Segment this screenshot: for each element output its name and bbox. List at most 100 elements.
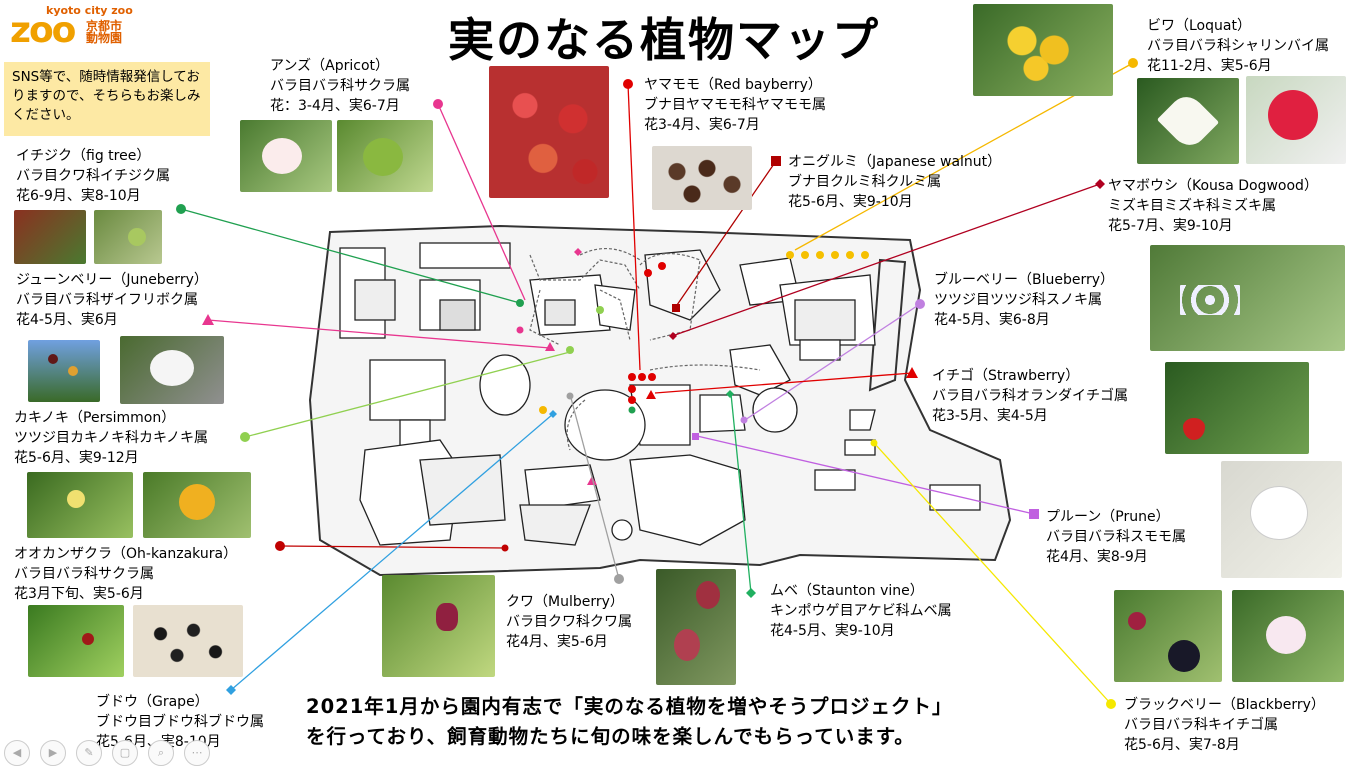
plant-label-walnut: オニグルミ（Japanese walnut） ブナ目クルミ科クルミ属 花5-6月…	[788, 152, 1001, 212]
persimmon-fruit-photo	[143, 472, 251, 538]
plant-taxon: ミズキ目ミズキ科ミズキ属	[1108, 198, 1276, 214]
plant-name: ジューンベリー（Juneberry）	[16, 272, 208, 288]
ohkanzakura-fruit-photo	[133, 605, 243, 677]
page-title: 実のなる植物マップ	[448, 13, 880, 67]
staunton-vine-photo	[656, 569, 736, 685]
plant-season: 花3月下旬、実5-6月	[14, 586, 144, 602]
plant-taxon: バラ目バラ科オランダイチゴ属	[932, 388, 1128, 404]
plant-season: 花3-4月、実6-7月	[644, 117, 760, 133]
plant-name: カキノキ（Persimmon）	[14, 410, 176, 426]
plant-taxon: ツツジ目ツツジ科スノキ属	[934, 292, 1102, 308]
plant-label-staunton-vine: ムベ（Staunton vine） キンポウゲ目アケビ科ムベ属 花4-5月、実9…	[770, 581, 952, 641]
blackberry-flower-photo	[1232, 590, 1344, 682]
plant-name: ブルーベリー（Blueberry）	[934, 272, 1115, 288]
ohkanzakura-leaf-photo	[28, 605, 124, 677]
bayberry-photo	[489, 66, 609, 198]
more-options-button[interactable]: ⋯	[184, 740, 210, 766]
strawberry-photo	[1165, 362, 1309, 454]
plant-season: 花4-5月、実6月	[16, 312, 118, 328]
plant-taxon: ブナ目クルミ科クルミ属	[788, 174, 942, 190]
mulberry-photo	[382, 575, 495, 677]
pen-tool-button[interactable]: ✎	[76, 740, 102, 766]
juneberry-photo-2	[120, 336, 224, 404]
plant-label-fig: イチジク（fig tree） バラ目クワ科イチジク属 花6-9月、実8-10月	[16, 146, 170, 206]
plant-label-mulberry: クワ（Mulberry） バラ目クワ科クワ属 花4月、実5-6月	[506, 592, 632, 652]
plant-season: 花6-9月、実8-10月	[16, 188, 141, 204]
plant-name: イチゴ（Strawberry）	[932, 368, 1080, 384]
dogwood-fruit-photo	[1246, 76, 1346, 164]
walnut-photo	[652, 146, 752, 210]
plant-taxon: ブナ目ヤマモモ科ヤマモモ属	[644, 97, 826, 113]
plant-taxon: ブドウ目ブドウ科ブドウ属	[96, 714, 264, 730]
plant-taxon: ツツジ目カキノキ科カキノキ属	[14, 430, 209, 446]
plant-season: 花4月、実5-6月	[506, 634, 608, 650]
plant-label-apricot: アンズ（Apricot） バラ目バラ科サクラ属 花：3-4月、実6-7月	[270, 56, 410, 116]
plant-name: プルーン（Prune）	[1046, 509, 1170, 525]
plant-label-loquat: ビワ（Loquat） バラ目バラ科シャリンバイ属 花11-2月、実5-6月	[1147, 16, 1329, 76]
plant-label-bayberry: ヤマモモ（Red bayberry） ブナ目ヤマモモ科ヤマモモ属 花3-4月、実…	[644, 75, 826, 135]
plant-season: 花4-5月、実9-10月	[770, 623, 895, 639]
plant-name: ブドウ（Grape）	[96, 694, 209, 710]
plant-season: 花4-5月、実6-8月	[934, 312, 1050, 328]
previous-slide-button[interactable]: ◀	[4, 740, 30, 766]
sns-notice: SNS等で、随時情報発信しておりますので、そちらもお楽しみください。	[4, 62, 210, 136]
loquat-photo	[973, 4, 1113, 96]
plant-name: クワ（Mulberry）	[506, 594, 624, 610]
plant-name: オオカンザクラ（Oh-kanzakura）	[14, 546, 238, 562]
slides-overview-button[interactable]: ▢	[112, 740, 138, 766]
blueberry-photo	[1150, 245, 1345, 351]
logo-english: kyoto city zoo	[46, 4, 133, 17]
plant-season: 花3-5月、実4-5月	[932, 408, 1048, 424]
juneberry-photo-1	[28, 340, 100, 402]
plant-name: オニグルミ（Japanese walnut）	[788, 154, 1002, 170]
prune-photo	[1221, 461, 1342, 578]
plant-season: 花4月、実8-9月	[1046, 549, 1148, 565]
plant-label-persimmon: カキノキ（Persimmon） ツツジ目カキノキ科カキノキ属 花5-6月、実9-…	[14, 408, 208, 468]
plant-name: アンズ（Apricot）	[270, 58, 390, 74]
plant-season: 花：3-4月、実6-7月	[270, 98, 400, 114]
plant-season: 花5-7月、実9-10月	[1108, 218, 1233, 234]
plant-name: ビワ（Loquat）	[1147, 18, 1251, 34]
plant-taxon: バラ目バラ科ザイフリボク属	[16, 292, 198, 308]
plant-label-juneberry: ジューンベリー（Juneberry） バラ目バラ科ザイフリボク属 花4-5月、実…	[16, 270, 208, 330]
apricot-fruit-photo	[337, 120, 433, 192]
plant-label-blueberry: ブルーベリー（Blueberry） ツツジ目ツツジ科スノキ属 花4-5月、実6-…	[934, 270, 1114, 330]
plant-taxon: バラ目バラ科サクラ属	[270, 78, 410, 94]
plant-taxon: バラ目クワ科イチジク属	[16, 168, 170, 184]
plant-taxon: バラ目バラ科キイチゴ属	[1124, 717, 1278, 733]
plant-name: ブラックベリー（Blackberry）	[1124, 697, 1325, 713]
plant-name: ムベ（Staunton vine）	[770, 583, 924, 599]
plant-season: 花5-6月、実9-10月	[788, 194, 913, 210]
project-description: 2021年1月から園内有志で「実のなる植物を増やそうプロジェクト」 を行っており…	[306, 692, 952, 752]
project-description-line1: 2021年1月から園内有志で「実のなる植物を増やそうプロジェクト」	[306, 695, 953, 718]
fig-photo-1	[14, 210, 86, 264]
plant-season: 花5-6月、実7-8月	[1124, 737, 1240, 753]
plant-name: ヤマモモ（Red bayberry）	[644, 77, 822, 93]
plant-label-ohkanzakura: オオカンザクラ（Oh-kanzakura） バラ目バラ科サクラ属 花3月下旬、実…	[14, 544, 237, 604]
plant-season: 花5-6月、実9-12月	[14, 450, 139, 466]
zoom-button[interactable]: ⌕	[148, 740, 174, 766]
plant-taxon: キンポウゲ目アケビ科ムベ属	[770, 603, 952, 619]
plant-taxon: バラ目バラ科シャリンバイ属	[1147, 38, 1329, 54]
next-slide-button[interactable]: ▶	[40, 740, 66, 766]
plant-taxon: バラ目バラ科スモモ属	[1046, 529, 1186, 545]
project-description-line2: を行っており、飼育動物たちに旬の味を楽しんでもらっています。	[306, 725, 915, 748]
slideshow-toolbar: ◀ ▶ ✎ ▢ ⌕ ⋯	[0, 738, 230, 766]
blackberry-fruit-photo	[1114, 590, 1222, 682]
fig-photo-2	[94, 210, 162, 264]
plant-season: 花11-2月、実5-6月	[1147, 58, 1272, 74]
plant-taxon: バラ目バラ科サクラ属	[14, 566, 154, 582]
plant-label-prune: プルーン（Prune） バラ目バラ科スモモ属 花4月、実8-9月	[1046, 507, 1186, 567]
apricot-flower-photo	[240, 120, 332, 192]
logo-mark: zoo	[10, 10, 76, 51]
logo-japanese: 京都市動物園	[86, 19, 123, 45]
plant-name: ヤマボウシ（Kousa Dogwood）	[1108, 178, 1318, 194]
plant-label-dogwood: ヤマボウシ（Kousa Dogwood） ミズキ目ミズキ科ミズキ属 花5-7月、…	[1108, 176, 1318, 236]
plant-name: イチジク（fig tree）	[16, 148, 151, 164]
dogwood-flower-photo	[1137, 78, 1239, 164]
zoo-logo: kyoto city zoo zoo 京都市動物園	[6, 2, 136, 58]
persimmon-flower-photo	[27, 472, 133, 538]
plant-label-blackberry: ブラックベリー（Blackberry） バラ目バラ科キイチゴ属 花5-6月、実7…	[1124, 695, 1325, 755]
plant-taxon: バラ目クワ科クワ属	[506, 614, 632, 630]
